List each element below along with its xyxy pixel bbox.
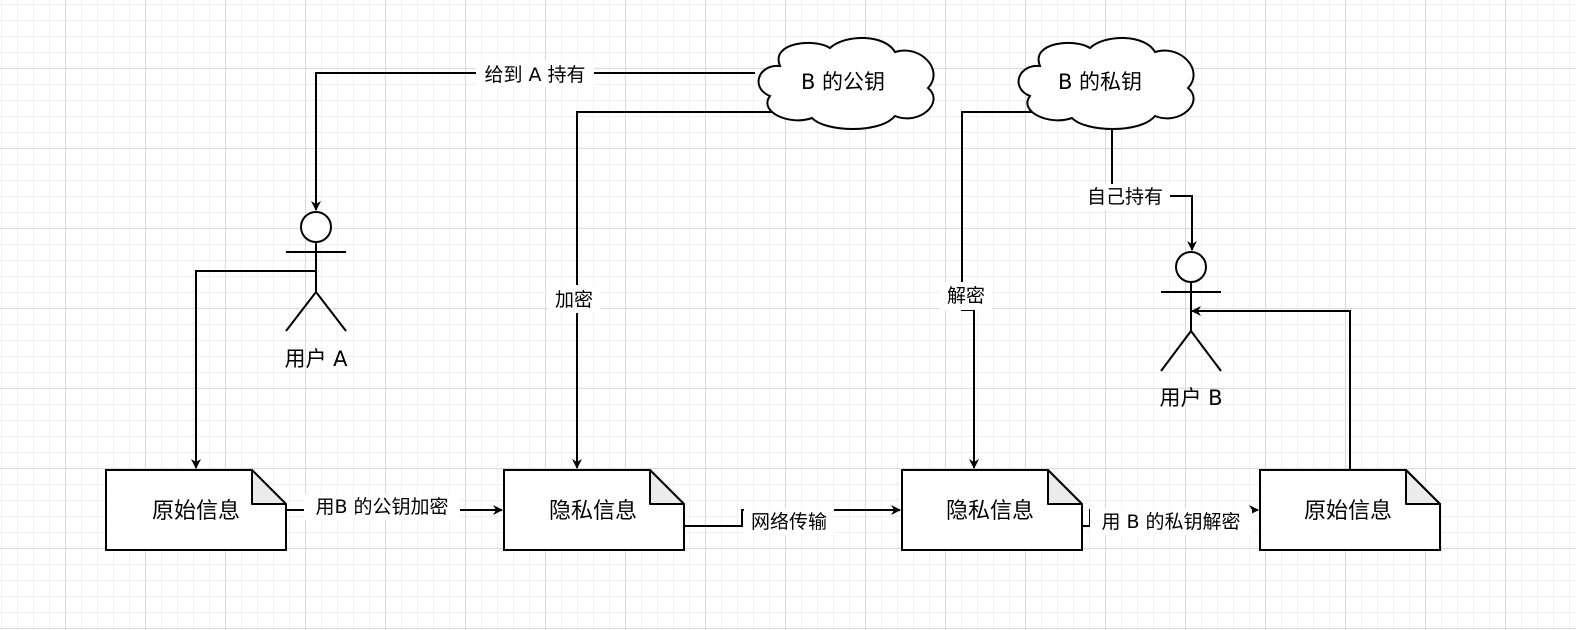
- box-original-info-2: 原始信息: [1259, 469, 1441, 551]
- box-private-info-2: 隐私信息: [901, 469, 1083, 551]
- box-private-info-1-label: 隐私信息: [549, 499, 637, 524]
- cloud-public-key: B 的公钥: [757, 37, 935, 130]
- actor-user-a: 用户 A: [284, 211, 348, 371]
- edge-box4-to-user-b: [1191, 306, 1351, 470]
- label-network: 网络传输: [751, 511, 827, 533]
- user-a-label: 用户 A: [284, 347, 348, 371]
- label-decrypt: 解密: [947, 285, 985, 307]
- cloud-public-key-label: B 的公钥: [801, 70, 885, 94]
- edge-user-a-to-box1: [191, 270, 316, 469]
- label-decrypt-with-private: 用 B 的私钥解密: [1101, 511, 1240, 533]
- box-original-info-2-label: 原始信息: [1304, 499, 1392, 524]
- cloud-private-key-label: B 的私钥: [1058, 70, 1142, 94]
- edge-public-key-to-user-a: [311, 72, 755, 211]
- label-give-to-a: 给到 A 持有: [484, 64, 585, 86]
- user-a-head-icon: [300, 211, 332, 243]
- box-private-info-1: 隐私信息: [503, 469, 685, 551]
- user-b-head-icon: [1175, 251, 1207, 283]
- label-self-hold: 自己持有: [1087, 186, 1163, 208]
- edge-public-key-to-box2: [572, 111, 800, 469]
- box-original-info-1: 原始信息: [105, 469, 287, 551]
- cloud-private-key: B 的私钥: [1017, 37, 1195, 130]
- label-encrypt-with-public: 用B 的公钥加密: [315, 496, 448, 518]
- actor-user-b: 用户 B: [1159, 251, 1223, 410]
- box-private-info-2-label: 隐私信息: [946, 499, 1034, 524]
- box-original-info-1-label: 原始信息: [152, 499, 240, 524]
- user-b-label: 用户 B: [1159, 386, 1222, 410]
- label-encrypt: 加密: [555, 289, 593, 311]
